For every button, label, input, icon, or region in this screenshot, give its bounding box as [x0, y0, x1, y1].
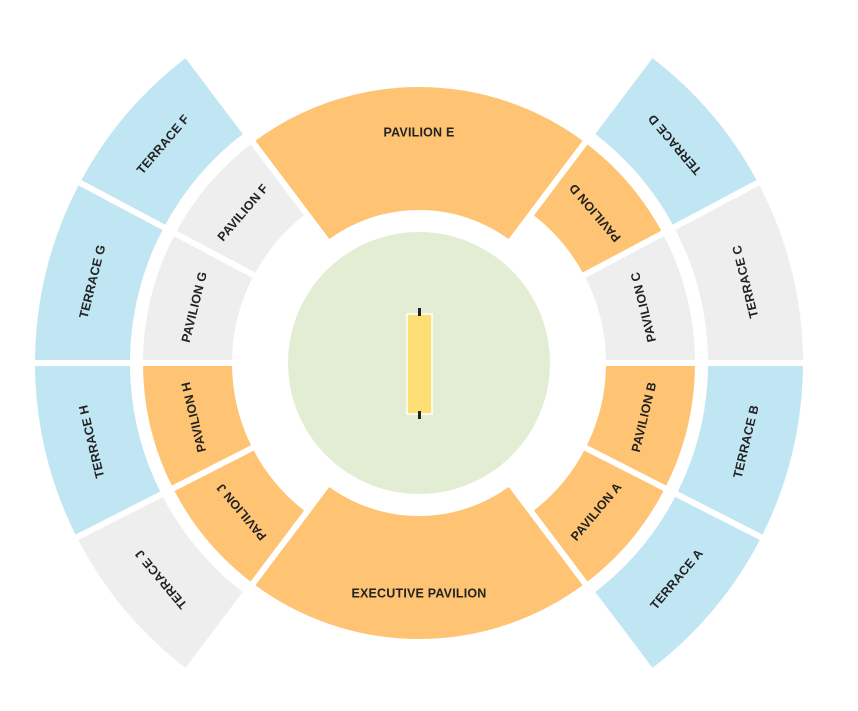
section-shape[interactable] [246, 81, 592, 248]
stumps-bottom [418, 411, 421, 419]
section-terrace-a[interactable]: TERRACE A [586, 488, 768, 677]
section-shape[interactable] [73, 49, 252, 233]
pitch [406, 313, 433, 415]
section-terrace-j[interactable]: TERRACE J [70, 488, 252, 677]
section-pavilion-h[interactable]: PAVILION H [136, 360, 260, 494]
section-shape[interactable] [586, 488, 768, 677]
section-pavilion-c[interactable]: PAVILION C [577, 227, 702, 366]
section-label: EXECUTIVE PAVILION [351, 587, 486, 601]
section-terrace-f[interactable]: TERRACE F [73, 49, 252, 233]
section-executive-pavilion[interactable]: EXECUTIVE PAVILION [246, 478, 592, 645]
section-shape[interactable] [168, 135, 313, 281]
section-pavilion-e[interactable]: PAVILION E [246, 81, 592, 248]
section-pavilion-g[interactable]: PAVILION G [136, 227, 261, 366]
stumps-top [418, 308, 421, 316]
section-terrace-g[interactable]: TERRACE G [28, 177, 171, 366]
section-shape[interactable] [246, 478, 592, 645]
section-label: PAVILION E [384, 126, 455, 140]
section-pavilion-f[interactable]: PAVILION F [168, 135, 313, 281]
